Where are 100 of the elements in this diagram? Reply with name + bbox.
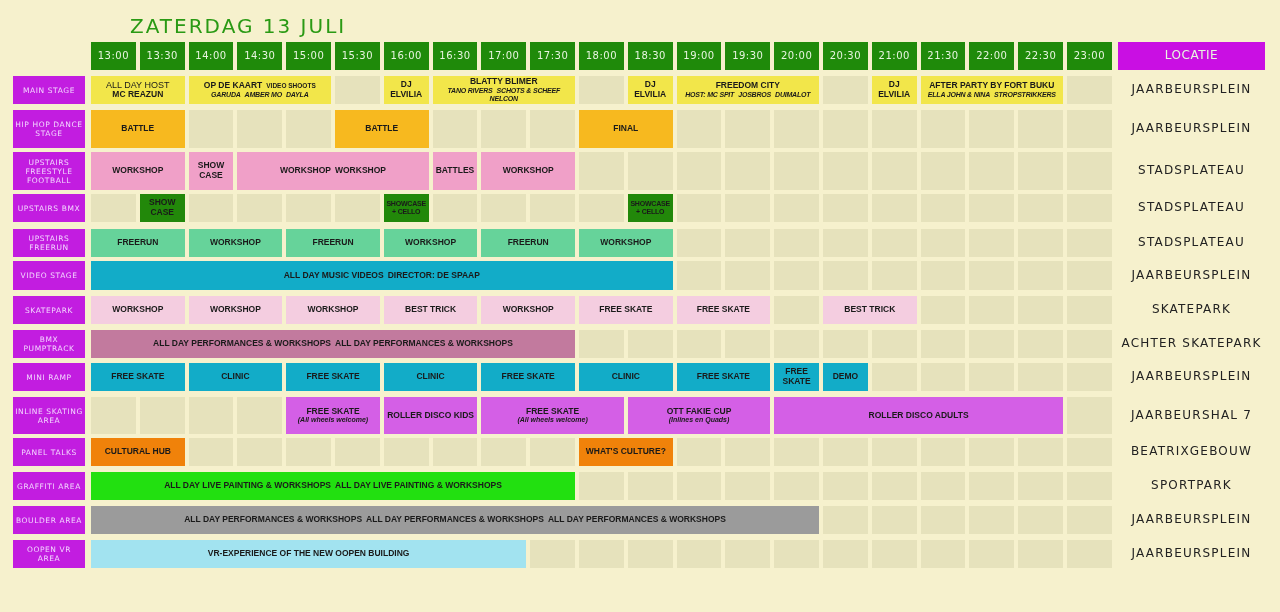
event-block: CLINIC xyxy=(383,363,478,391)
event-block: ROLLER DISCO ADULTS xyxy=(774,397,1063,434)
event-block xyxy=(91,76,185,104)
event-block: FREERUN xyxy=(91,229,185,257)
event-title: FREEDOM CITY xyxy=(715,81,780,91)
event-block: BATTLE xyxy=(335,110,429,148)
location-label: STADSPLATEAU xyxy=(1138,236,1245,250)
time-header: 20:00 xyxy=(774,42,819,70)
time-header: 14:30 xyxy=(237,42,283,70)
time-header: 16:30 xyxy=(432,42,478,70)
time-header: 17:00 xyxy=(481,42,527,70)
event-title: ALL DAY PERFORMANCES & WORKSHOPS xyxy=(184,515,363,525)
event-block: DJ ELVILIA xyxy=(383,76,429,104)
event-title: DIRECTOR: DE SPAAP xyxy=(387,270,480,281)
event-title: ALL DAY PERFORMANCES & WORKSHOPS xyxy=(547,515,726,525)
time-header: 22:00 xyxy=(969,42,1015,70)
event-block: FREE SKATE xyxy=(676,363,771,391)
time-header: 13:00 xyxy=(91,42,136,70)
event-block: FINAL xyxy=(579,110,673,148)
location-label: JAARBEURSPLEIN xyxy=(1131,268,1252,283)
event-block: WORKSHOP xyxy=(481,296,575,324)
event-title: ALL DAY MUSIC VIDEOS xyxy=(283,270,384,281)
time-header: 21:30 xyxy=(920,42,966,70)
event-block: WORKSHOP xyxy=(188,229,283,257)
event-block: VR-EXPERIENCE OF THE NEW OOPEN BUILDING xyxy=(91,540,527,568)
event-block: BEST TRICK xyxy=(823,296,917,324)
time-header: 20:30 xyxy=(823,42,868,70)
event-title: ALL DAY LIVE PAINTING & WORKSHOPS xyxy=(335,481,502,491)
event-block: FREE SKATE xyxy=(774,363,819,391)
event-title: OP DE KAART xyxy=(203,81,263,91)
event-block xyxy=(676,76,819,104)
event-block: CLINIC xyxy=(188,363,283,391)
event-block xyxy=(920,76,1063,104)
event-block: FREERUN xyxy=(286,229,380,257)
event-title: MC REAZUN xyxy=(112,90,164,101)
time-header: 19:00 xyxy=(676,42,722,70)
event-block xyxy=(481,397,624,434)
location-label: ACHTER SKATEPARK xyxy=(1121,337,1262,351)
location-label: JAARBEURSPLEIN xyxy=(1131,370,1252,384)
location-label: STADSPLATEAU xyxy=(1138,201,1245,215)
event-block: DEMO xyxy=(823,363,868,391)
event-title: ALL DAY PERFORMANCES & WORKSHOPS xyxy=(335,339,513,349)
event-block: FREE SKATE xyxy=(286,363,380,391)
time-header: 23:00 xyxy=(1067,42,1112,70)
event-title: WORKSHOP xyxy=(280,166,331,176)
event-block: DJ ELVILIA xyxy=(871,76,917,104)
event-block: WORKSHOP xyxy=(383,229,478,257)
time-header: 21:00 xyxy=(871,42,917,70)
event-block xyxy=(91,261,673,290)
time-header: 18:00 xyxy=(579,42,624,70)
event-block: FREERUN xyxy=(481,229,575,257)
event-block xyxy=(91,472,575,500)
host-label: ALL DAY HOST xyxy=(106,79,170,91)
event-block: ROLLER DISCO KIDS xyxy=(383,397,478,434)
event-block xyxy=(627,397,771,434)
time-header: 14:00 xyxy=(188,42,234,70)
event-block: WORKSHOP xyxy=(91,152,185,190)
event-title: WORKSHOP xyxy=(335,166,386,176)
event-block: DJ ELVILIA xyxy=(627,76,673,104)
time-header: 16:00 xyxy=(383,42,429,70)
time-header: 22:30 xyxy=(1018,42,1063,70)
event-title: FREE SKATE xyxy=(306,406,360,417)
event-block xyxy=(91,330,575,358)
event-title: FREE SKATE xyxy=(525,406,580,417)
location-label: JAARBEURSPLEIN xyxy=(1131,547,1252,561)
location-label: JAARBEURSHAL 7 xyxy=(1130,408,1253,423)
event-block: CULTURAL HUB xyxy=(91,438,185,466)
event-block xyxy=(432,76,575,104)
event-block: FREE SKATE xyxy=(91,363,185,391)
time-header: 19:30 xyxy=(725,42,771,70)
event-block xyxy=(286,397,380,434)
event-title: ALL DAY PERFORMANCES & WORKSHOPS xyxy=(153,339,331,349)
location-label: STADSPLATEAU xyxy=(1138,164,1245,178)
event-block xyxy=(91,506,819,534)
date-title: ZATERDAG 13 JULI xyxy=(130,14,347,38)
event-block: SHOW CASE xyxy=(188,152,234,190)
time-header: 15:00 xyxy=(286,42,331,70)
location-label: SPORTPARK xyxy=(1151,479,1232,493)
event-block: WHAT'S CULTURE? xyxy=(579,438,673,466)
location-label: SKATEPARK xyxy=(1151,303,1232,317)
location-label: JAARBEURSPLEIN xyxy=(1131,83,1252,97)
time-header: 18:30 xyxy=(627,42,673,70)
event-block: BATTLES xyxy=(432,152,478,190)
event-block: BEST TRICK xyxy=(383,296,478,324)
event-block: CLINIC xyxy=(579,363,673,391)
event-title: ALL DAY PERFORMANCES & WORKSHOPS xyxy=(366,515,544,525)
time-header: 13:30 xyxy=(139,42,185,70)
location-label: JAARBEURSPLEIN xyxy=(1131,122,1252,136)
event-block: FREE SKATE xyxy=(481,363,575,391)
event-block: SHOW CASE xyxy=(139,194,185,222)
event-block xyxy=(237,152,429,190)
event-title: AFTER PARTY BY FORT BUKU xyxy=(929,81,1055,91)
event-block: WORKSHOP xyxy=(91,296,185,324)
event-block: BATTLE xyxy=(91,110,185,148)
location-header: LOCATIE xyxy=(1118,42,1265,70)
event-block: WORKSHOP xyxy=(579,229,673,257)
event-title: ALL DAY LIVE PAINTING & WORKSHOPS xyxy=(164,481,331,491)
event-block: FREE SKATE xyxy=(579,296,673,324)
event-block: WORKSHOP xyxy=(481,152,575,190)
time-header: 15:30 xyxy=(335,42,380,70)
